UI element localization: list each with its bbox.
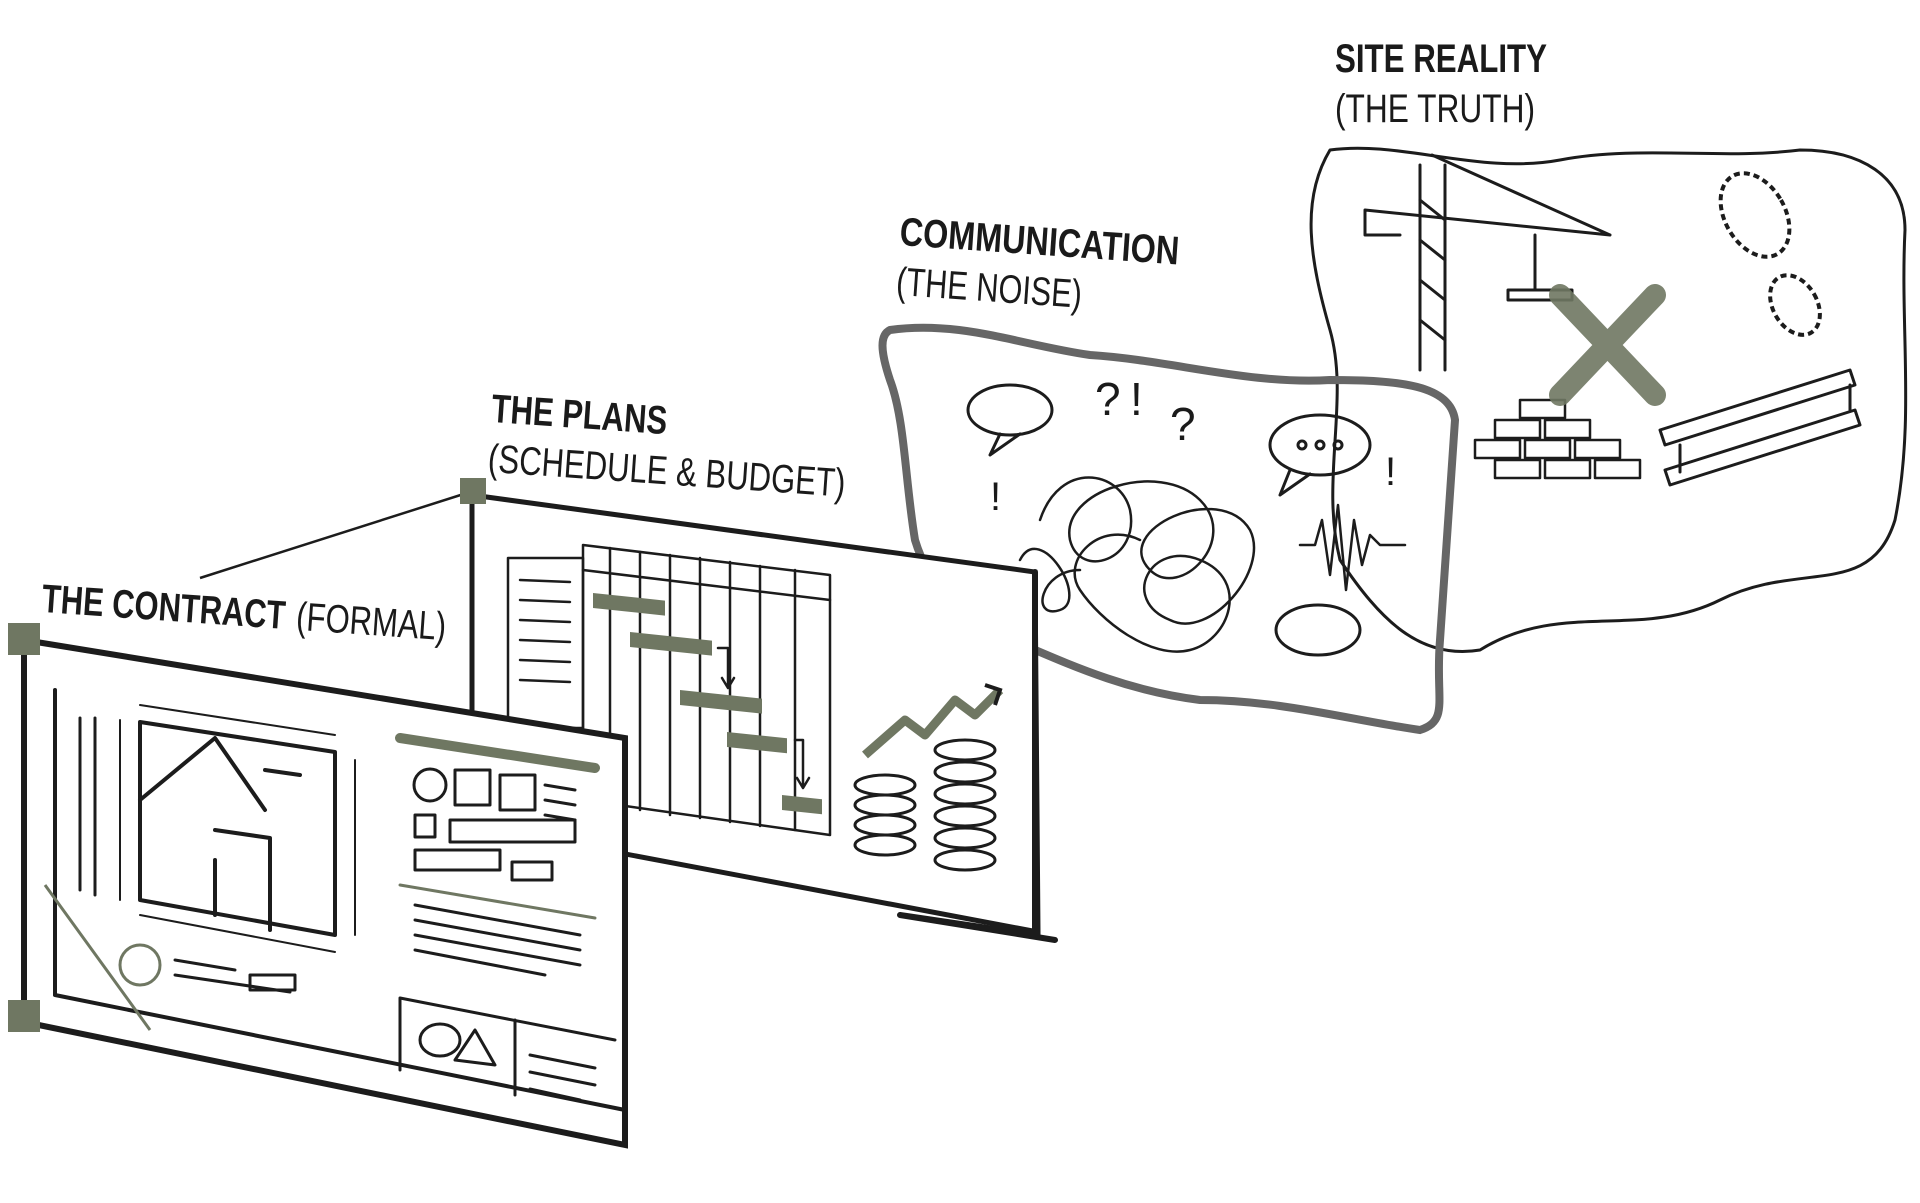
site-reality-panel [1309,146,1908,653]
contract-corner-marker [8,1000,40,1032]
site-reality-title: SITE REALITY [1335,37,1547,81]
gantt-chart-icon [506,543,832,837]
steel-beam-icon [1658,368,1862,487]
speech-bubble-icon [966,383,1372,657]
noise-exclaim: ! [1385,450,1396,494]
scribble-tangle-icon [1018,476,1256,653]
noise-question: ? [1095,373,1121,425]
contract-corner-marker [8,623,40,655]
x-mark-icon [1549,284,1666,406]
spec-elements [78,716,600,994]
floor-plan-icon [119,704,356,953]
communication-panel [878,323,1460,735]
contract-title: THE CONTRACT [40,577,286,638]
site-reality-subtitle: (THE TRUTH) [1335,87,1535,131]
plans-title: THE PLANS [490,387,669,443]
plans-corner-marker [460,478,486,504]
contract-layer: THE CONTRACT (FORMAL) [8,577,628,1149]
brick-wall-icon [1473,398,1642,480]
plans-subtitle: (SCHEDULE & BUDGET) [487,437,847,506]
noise-exclaim: ! [1130,373,1143,425]
coin-stack-icon [853,738,997,872]
boot-print-icon [1718,171,1822,337]
crane-icon [1363,153,1612,372]
rising-arrow-icon [862,683,1004,759]
noise-exclaim: ! [990,475,1001,519]
gantt-bars [593,593,822,815]
communication-subtitle: (THE NOISE) [895,260,1084,317]
sound-wave-icon [1298,503,1407,592]
contract-subtitle: (FORMAL) [295,595,448,649]
noise-question: ? [1170,398,1196,450]
shapes-box [398,996,617,1102]
site-reality-layer: SITE REALITY (THE TRUTH) [1309,37,1908,653]
